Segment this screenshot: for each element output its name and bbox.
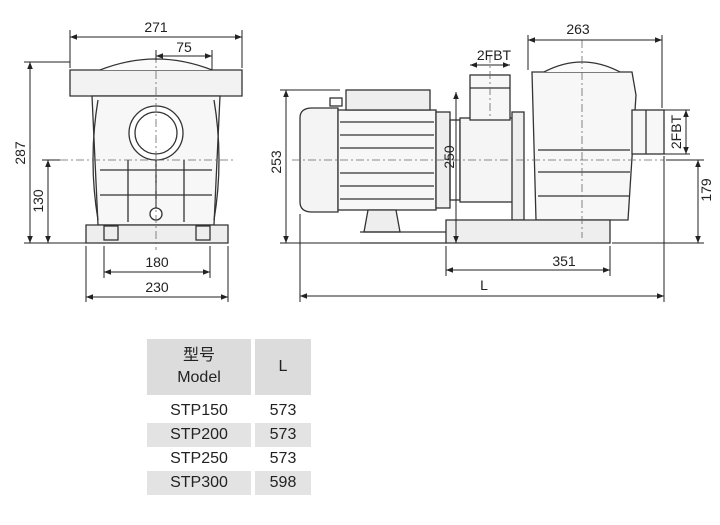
dim-front-inlet-offset: 75	[176, 39, 192, 55]
dim-shaft-height: 250	[441, 145, 457, 169]
row-length: 598	[251, 471, 311, 495]
outlet-pipe	[469, 74, 511, 121]
dim-base-width: 230	[145, 279, 169, 295]
table-row: STP200 573	[147, 423, 311, 447]
dim-outlet-thread: 2FBT	[477, 47, 512, 63]
dim-motor-height: 253	[268, 150, 284, 174]
row-length: 573	[251, 447, 311, 471]
table-header-row: 型号 Model L	[147, 339, 311, 395]
row-model: STP300	[147, 471, 251, 495]
dim-side-pump-length: 263	[566, 21, 590, 37]
row-model: STP150	[170, 402, 228, 419]
terminal-box	[345, 89, 431, 111]
row-model: STP200	[147, 423, 251, 447]
dim-base-hole-spacing: 180	[145, 254, 169, 270]
strainer-pot	[531, 71, 637, 221]
dim-inlet-thread: 2FBT	[668, 114, 684, 149]
dim-front-axis-height: 130	[30, 189, 46, 213]
header-model: 型号 Model	[147, 339, 251, 395]
side-view	[299, 61, 665, 244]
header-model-en: Model	[177, 369, 221, 386]
dim-base-hole-span: 351	[552, 253, 576, 269]
row-length: 573	[251, 423, 311, 447]
dim-front-height: 287	[12, 141, 28, 165]
dim-front-width: 271	[144, 19, 168, 35]
front-base	[85, 224, 229, 244]
table-row: STP300 598	[147, 471, 311, 495]
side-base	[445, 219, 611, 244]
header-length: L	[251, 339, 311, 395]
table-row: STP150 573	[147, 399, 311, 423]
motor-body	[337, 109, 437, 211]
front-dimension-lines	[24, 30, 243, 302]
row-length: 573	[251, 399, 311, 423]
table-row: STP250 573	[147, 447, 311, 471]
side-dimension-lines	[280, 35, 704, 302]
header-model-cn: 型号	[182, 347, 215, 364]
dim-overall-length: L	[480, 277, 488, 293]
model-length-table: 型号 Model L STP150 573 STP200 573 STP250 …	[147, 339, 311, 495]
row-model: STP250	[170, 450, 228, 467]
dim-inlet-height: 179	[698, 178, 714, 202]
inlet-pipe	[631, 109, 665, 155]
